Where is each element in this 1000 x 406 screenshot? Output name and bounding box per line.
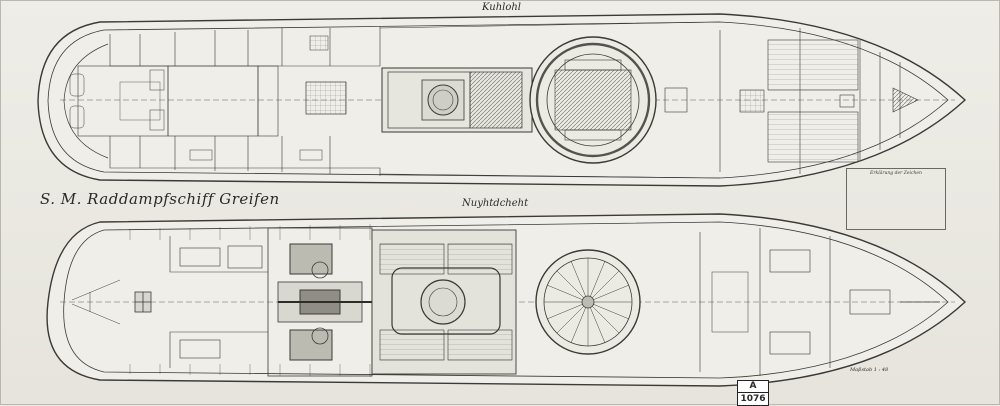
paddle-wheel-lower [535, 249, 641, 355]
archive-stamp: A 1076 [737, 380, 769, 406]
lower-deck-plan [46, 213, 967, 387]
upper-deck-plan [37, 13, 967, 187]
lower-deck-title: Nuyhtdcheht [462, 198, 529, 209]
paddle-box-upper [529, 36, 657, 164]
scale-note: Maßstab 1 : 48 [850, 367, 889, 373]
ship-name: S. M. Raddampfschiff Greifen [40, 190, 280, 208]
stamp-number: 1076 [740, 394, 766, 404]
upper-deck-title: Kuhlohl [482, 2, 521, 13]
legend-title: Erklärung der Zeichen [870, 171, 922, 176]
stamp-letter: A [738, 381, 768, 393]
engine-machinery [267, 227, 380, 377]
boiler-room [371, 229, 517, 375]
legend-box: Erklärung der Zeichen [846, 168, 946, 230]
